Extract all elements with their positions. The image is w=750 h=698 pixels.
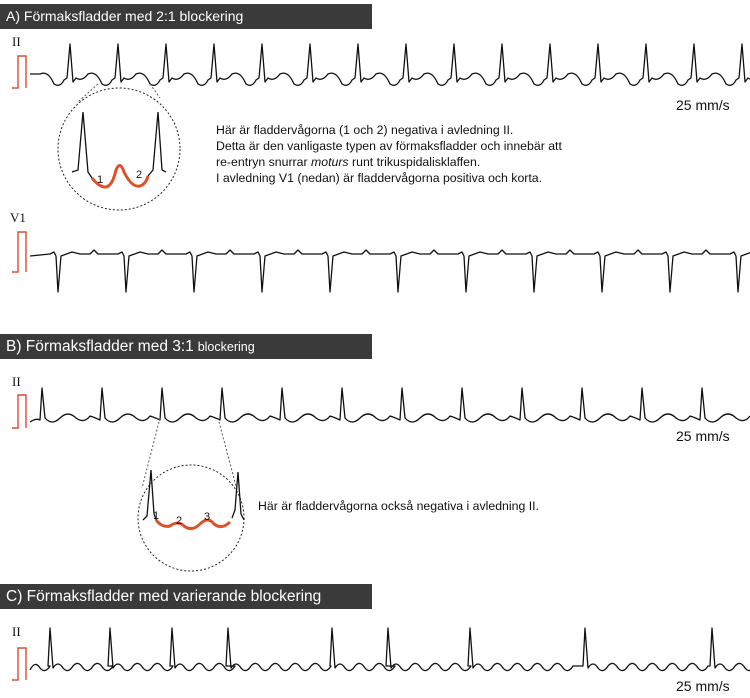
ecg-trace-b-lead-ii — [29, 387, 750, 423]
zoom-a-label-2: 2 — [136, 169, 142, 181]
zoom-a-label-1: 1 — [97, 174, 103, 186]
speed-label-c: 25 mm/s — [676, 678, 730, 694]
ecg-trace-a-lead-v1 — [29, 249, 750, 293]
zoom-line-b-left — [141, 417, 161, 489]
lead-label-b-ii: II — [12, 374, 21, 389]
lead-label-a-ii: II — [12, 34, 21, 49]
note-section-a: Här är fladdervågorna (1 och 2) negativa… — [216, 122, 576, 186]
calibration-mark-a-v1 — [12, 231, 27, 273]
section-b-header: B) Förmaksfladder med 3:1 blockering — [0, 334, 372, 359]
section-b-title: B) Förmaksfladder med 3:1 — [6, 338, 194, 355]
calibration-mark-c — [12, 647, 27, 681]
zoom-b-label-1: 1 — [153, 510, 159, 522]
calibration-mark-a-ii — [12, 55, 27, 89]
zoom-b-trace — [142, 469, 245, 523]
zoom-circle-b — [137, 464, 245, 572]
section-a-header: A) Förmaksfladder med 2:1 blockering — [0, 4, 372, 29]
note-a-line-3: re-entryn snurrar moturs runt trikuspida… — [216, 155, 481, 169]
speed-label-a: 25 mm/s — [676, 97, 730, 113]
note-section-b: Här är fladdervågorna också negativa i a… — [258, 499, 539, 513]
zoom-a-flutter-wave — [90, 164, 150, 189]
zoom-b-label-3: 3 — [204, 511, 210, 523]
zoom-b-flutter-wave — [154, 518, 232, 531]
zoom-line-a-left — [77, 83, 99, 103]
zoom-a-trace — [71, 111, 167, 179]
zoom-b-label-2: 2 — [176, 515, 182, 527]
ecg-trace-a-lead-ii — [30, 43, 750, 86]
zoom-line-a-right — [149, 83, 161, 99]
note-a-line-2: Detta är den vanligaste typen av förmaks… — [216, 139, 562, 153]
section-a-title: A) Förmaksfladder med 2:1 blockering — [6, 8, 244, 24]
section-c-title: C) Förmaksfladder med varierande blocker… — [6, 588, 322, 605]
zoom-circle-a — [57, 87, 181, 211]
section-c-header: C) Förmaksfladder med varierande blocker… — [0, 584, 372, 609]
note-a-line-4: I avledning V1 (nedan) är fladdervågorna… — [216, 171, 543, 185]
note-a-emphasis: moturs — [311, 155, 349, 169]
calibration-mark-b — [12, 394, 27, 429]
lead-label-c-ii: II — [12, 624, 21, 639]
speed-label-b: 25 mm/s — [676, 428, 730, 444]
lead-label-a-v1: V1 — [10, 210, 26, 225]
ecg-trace-c-lead-ii — [29, 627, 750, 672]
section-b-title-small: blockering — [197, 340, 255, 354]
note-a-line-1: Här är fladdervågorna (1 och 2) negativa… — [216, 123, 514, 137]
